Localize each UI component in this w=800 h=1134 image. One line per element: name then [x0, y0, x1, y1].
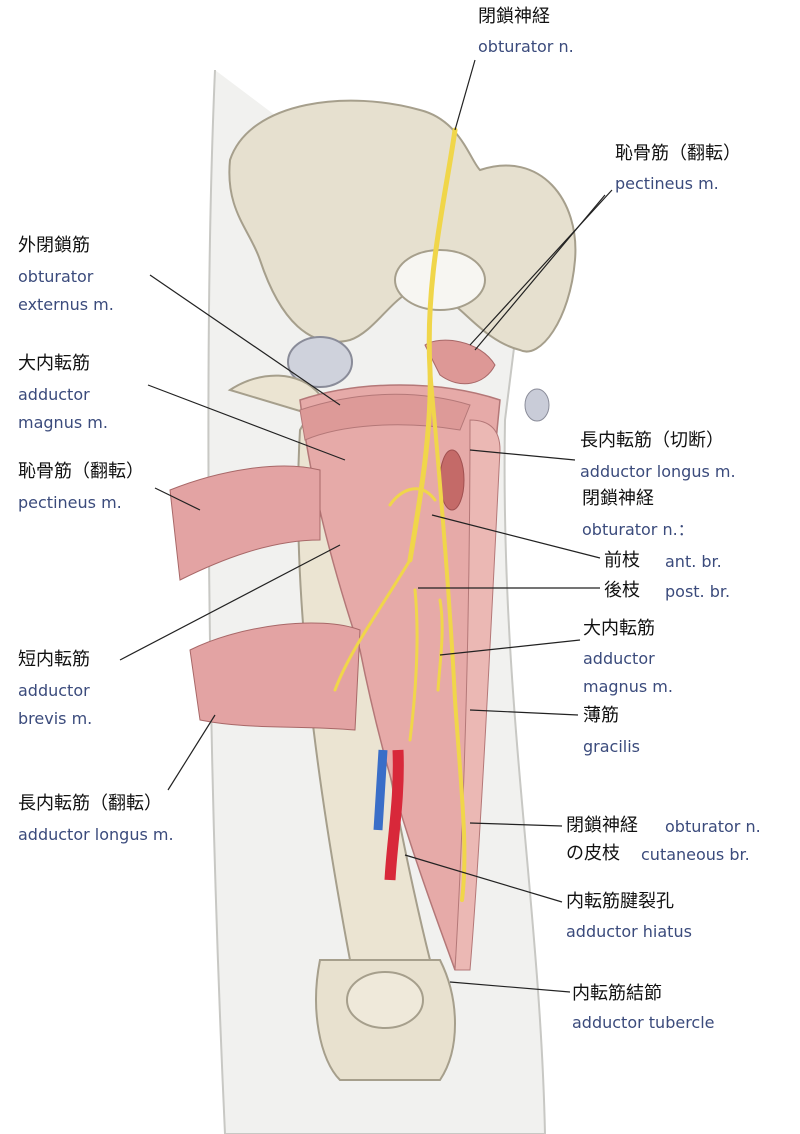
label-adductor-tubercle-en: adductor tubercle	[572, 1013, 715, 1032]
label-posterior-branch-jp: 後枝	[604, 580, 640, 601]
leader-lines	[119, 59, 613, 993]
label-obturator-nerve-branches-en: obturator n.：	[582, 520, 694, 539]
label-anterior-branch-jp: 前枝	[604, 550, 640, 571]
label-obturator-externus-en1: obturator	[18, 267, 94, 286]
label-adductor-longus-cut-jp: 長内転筋（切断）	[580, 430, 724, 451]
femoral-head	[287, 336, 353, 388]
obturator-nerve	[333, 127, 467, 902]
adductor-longus-flap-left	[189, 622, 361, 731]
obturator-foramen	[394, 249, 486, 311]
pectineus-flap-top	[424, 339, 496, 385]
pelvis-bone	[228, 99, 577, 353]
label-cutaneous-branch-jp2: の皮枝	[566, 843, 620, 864]
adductor-longus-cut	[439, 449, 465, 511]
label-adductor-longus-left-en: adductor longus m.	[18, 825, 174, 844]
label-adductor-hiatus-jp: 内転筋腱裂孔	[566, 891, 674, 912]
patella	[346, 971, 424, 1029]
gracilis-muscle	[454, 419, 501, 971]
label-adductor-longus-left-jp: 長内転筋（翻転）	[18, 793, 162, 814]
label-obturator-externus-jp: 外閉鎖筋	[18, 235, 90, 256]
femoral-vein	[373, 749, 388, 831]
label-obturator-externus-en2: externus m.	[18, 295, 114, 314]
label-pectineus-top-en: pectineus m.	[615, 174, 719, 193]
label-adductor-magnus-left-en2: magnus m.	[18, 413, 108, 432]
label-gracilis-en: gracilis	[583, 737, 641, 756]
label-adductor-hiatus-en: adductor hiatus	[566, 922, 692, 941]
label-adductor-magnus-right-en1: adductor	[583, 649, 655, 668]
label-adductor-magnus-right-en2: magnus m.	[583, 677, 673, 696]
label-adductor-brevis-en2: brevis m.	[18, 709, 93, 728]
label-obturator-nerve-branches-jp: 閉鎖神経	[582, 488, 654, 509]
label-pectineus-left-en: pectineus m.	[18, 493, 122, 512]
pubic-symphysis	[524, 388, 550, 422]
label-cutaneous-branch-en1: obturator n.	[665, 817, 761, 836]
label-gracilis-jp: 薄筋	[583, 705, 619, 726]
label-adductor-magnus-left-en1: adductor	[18, 385, 90, 404]
label-anterior-branch-en: ant. br.	[665, 552, 722, 571]
label-adductor-longus-cut-en: adductor longus m.	[580, 462, 736, 481]
label-obturator-nerve-top-en: obturator n.	[478, 37, 574, 56]
femoral-artery	[384, 749, 404, 881]
label-adductor-magnus-left-jp: 大内転筋	[18, 353, 90, 374]
label-obturator-nerve-top-jp: 閉鎖神経	[478, 6, 550, 27]
pectineus-flap-left	[169, 465, 321, 581]
label-cutaneous-branch-jp1: 閉鎖神経	[566, 815, 638, 836]
label-adductor-tubercle-jp: 内転筋結節	[572, 983, 662, 1004]
label-adductor-magnus-right-jp: 大内転筋	[583, 618, 655, 639]
label-adductor-brevis-jp: 短内転筋	[18, 649, 90, 670]
label-pectineus-top-jp: 恥骨筋（翻転）	[615, 143, 741, 164]
label-cutaneous-branch-en2: cutaneous br.	[641, 845, 750, 864]
label-posterior-branch-en: post. br.	[665, 582, 731, 601]
label-pectineus-left-jp: 恥骨筋（翻転）	[18, 461, 144, 482]
label-adductor-brevis-en1: adductor	[18, 681, 90, 700]
